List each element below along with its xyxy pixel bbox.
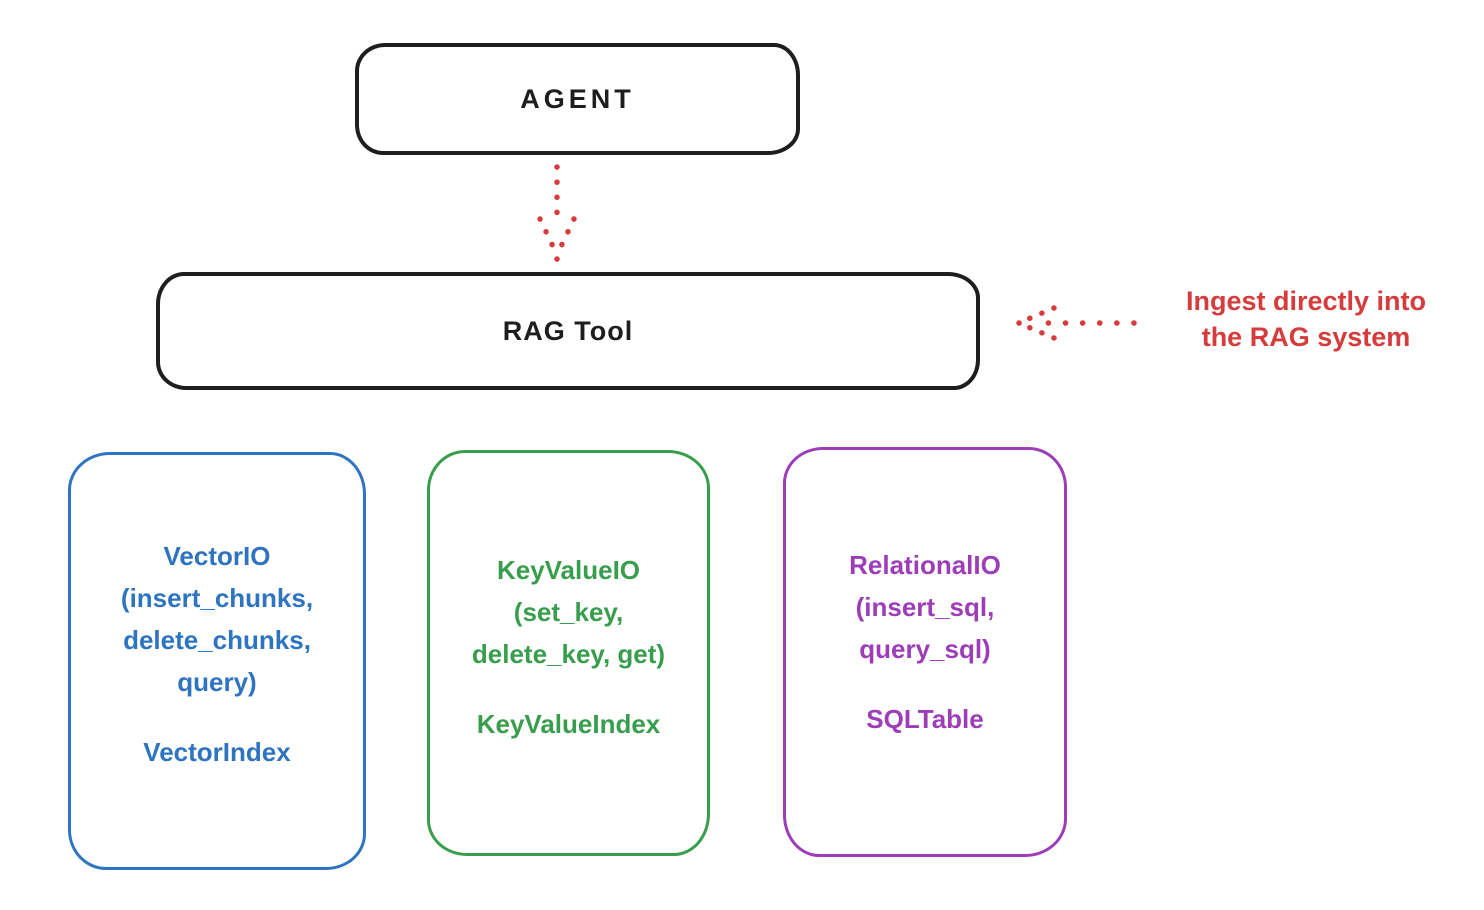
- vector-index-label: VectorIndex: [143, 737, 291, 767]
- keyvalue-index-label: KeyValueIndex: [476, 709, 661, 739]
- keyvalue-io-node: KeyValueIO(set_key,delete_key, get) KeyV…: [427, 450, 710, 856]
- relational-io-node: RelationalIO(insert_sql,query_sql) SQLTa…: [783, 447, 1067, 857]
- agent-to-rag-arrow: [537, 164, 577, 262]
- relational-io-title: RelationalIO(insert_sql,query_sql): [849, 550, 1001, 664]
- agent-node: AGENT: [355, 43, 800, 155]
- agent-label: AGENT: [520, 83, 635, 114]
- ingest-annotation-arrow: [1016, 305, 1137, 341]
- vector-io-title: VectorIO(insert_chunks,delete_chunks,que…: [120, 541, 314, 697]
- keyvalue-io-title: KeyValueIO(set_key,delete_key, get): [471, 555, 666, 669]
- vector-io-node: VectorIO(insert_chunks,delete_chunks,que…: [68, 452, 366, 870]
- rag-tool-label: RAG Tool: [502, 315, 634, 346]
- rag-tool-node: RAG Tool: [156, 272, 980, 390]
- sql-table-label: SQLTable: [866, 704, 984, 734]
